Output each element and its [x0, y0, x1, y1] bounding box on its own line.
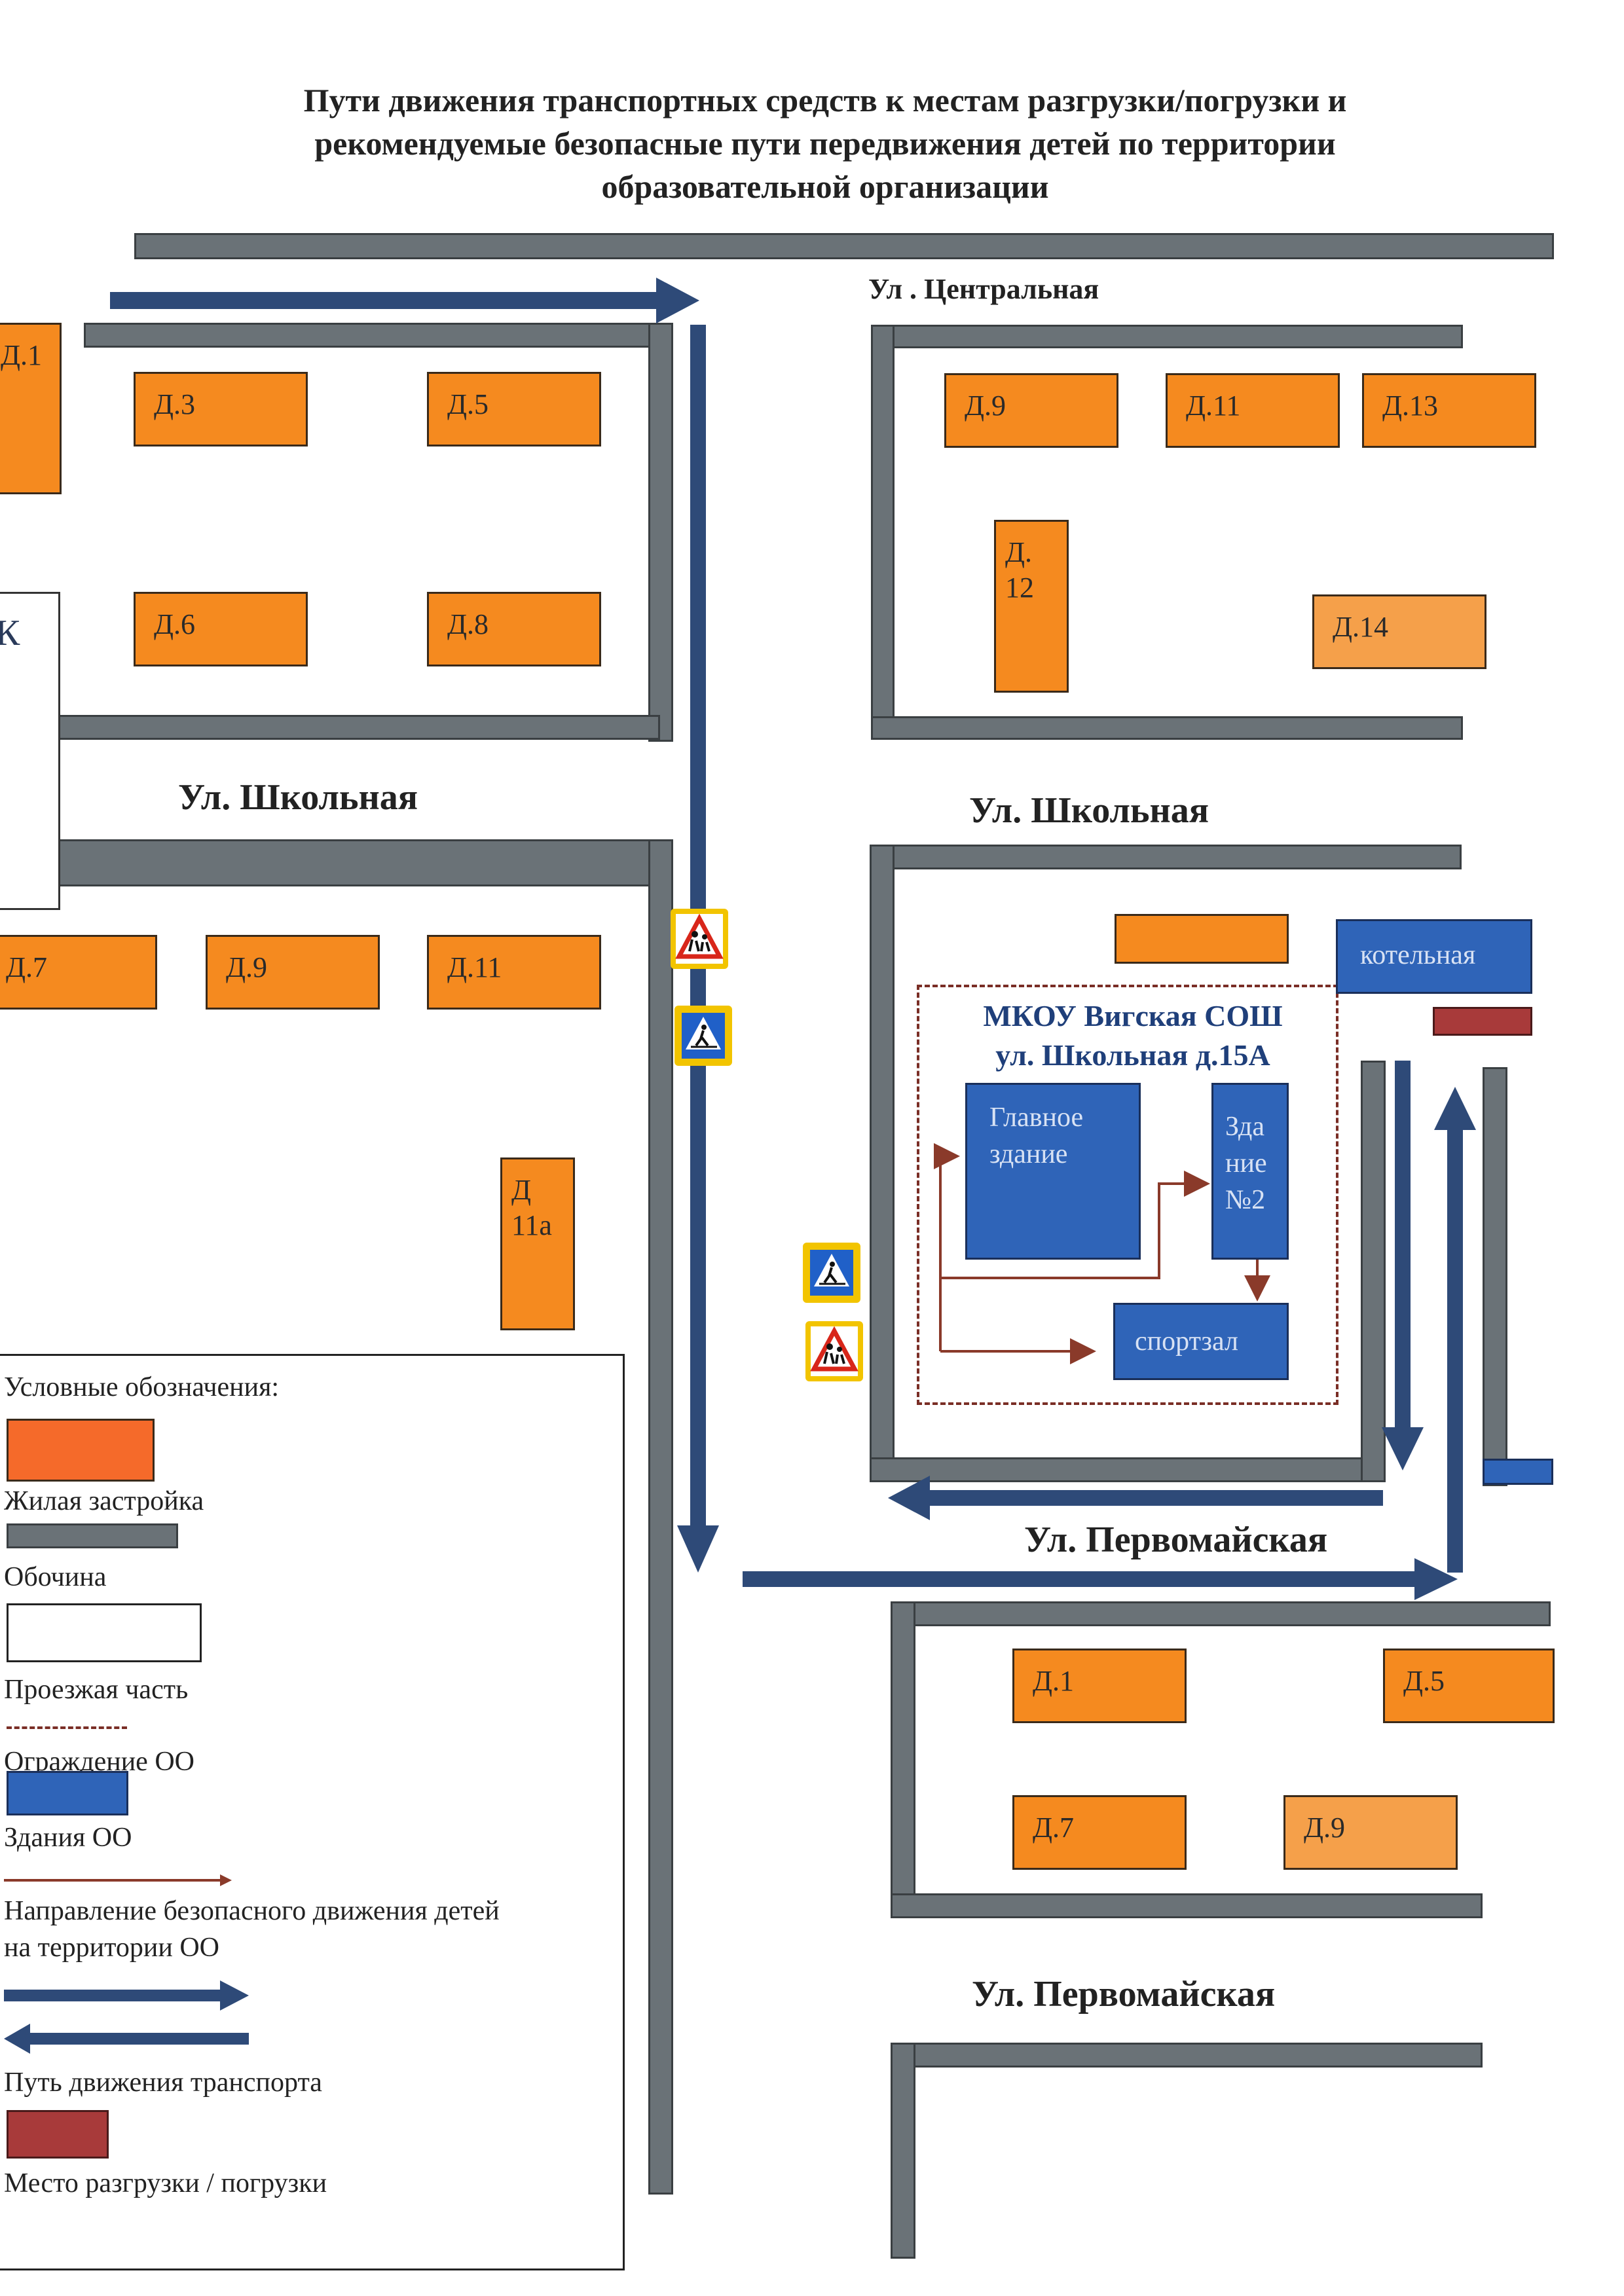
legend-residential-label: Жилая застройка — [4, 1486, 204, 1516]
road-central-top — [134, 233, 1554, 259]
road-bottom-block-top — [891, 1601, 1551, 1626]
house-d14: Д.14 — [1312, 594, 1486, 669]
legend-loading-label: Место разгрузки / погрузки — [4, 2168, 327, 2198]
legend-child-route-label-2: на территории ОО — [4, 1933, 220, 1963]
school-boiler-room: котельная — [1336, 919, 1532, 994]
title-line-3: образовательной организации — [601, 168, 1049, 205]
legend-child-route-arrow — [4, 1874, 232, 1886]
transport-arrow-school-down — [1382, 1061, 1424, 1470]
legend: Условные обозначения: Жилая застройка Об… — [0, 1354, 625, 2270]
school-name: МКОУ Вигская СОШ ул. Школьная д.15А — [930, 996, 1336, 1075]
page-title: Пути движения транспортных средств к мес… — [144, 79, 1506, 208]
road-school-right-2 — [1483, 1067, 1507, 1486]
legend-roadway-label: Проезжая часть — [4, 1675, 189, 1705]
road-school-bottom — [870, 1457, 1386, 1482]
house-d7-mid: Д.7 — [0, 935, 157, 1010]
house-d12: Д. 12 — [994, 520, 1069, 693]
street-label-central: Ул . Центральная — [868, 273, 1099, 305]
children-crossing-warning-icon — [805, 1321, 863, 1381]
house-d6: Д.6 — [134, 592, 308, 666]
title-line-1: Пути движения транспортных средств к мес… — [303, 82, 1347, 118]
school-fence — [917, 985, 1338, 1405]
road-bottom-block-left — [891, 1601, 915, 1918]
house-d3: Д.3 — [134, 372, 308, 446]
road-topleft-block-right — [648, 323, 673, 742]
legend-transport-label: Путь движения транспорта — [4, 2068, 322, 2098]
school-name-line-2: ул. Школьная д.15А — [995, 1038, 1270, 1072]
legend-shoulder-label: Обочина — [4, 1562, 107, 1592]
partial-building-left: К — [0, 592, 60, 910]
school-building-2: Зда ние №2 — [1211, 1083, 1289, 1260]
road-bottom-block-bottom — [891, 1893, 1483, 1918]
house-d5-bottom: Д.5 — [1383, 1649, 1555, 1723]
house-d13: Д.13 — [1362, 373, 1536, 448]
legend-transport-arrows — [4, 1980, 249, 2054]
house-d1-bottom: Д.1 — [1012, 1649, 1187, 1723]
legend-fence-swatch — [7, 1726, 127, 1729]
children-crossing-warning-icon — [671, 909, 728, 969]
school-main-building: Главное здание — [965, 1083, 1141, 1260]
house-d7-bottom: Д.7 — [1012, 1795, 1187, 1870]
house-d5-top: Д.5 — [427, 372, 601, 446]
legend-heading: Условные обозначения: — [4, 1372, 280, 1402]
fence-segment-right — [1483, 1459, 1553, 1485]
legend-roadway-swatch — [7, 1603, 202, 1662]
road-midleft-right — [648, 839, 673, 2195]
title-line-2: рекомендуемые безопасные пути передвижен… — [314, 125, 1336, 162]
road-school-top — [870, 845, 1462, 869]
house-d11a: Д 11а — [500, 1157, 575, 1330]
street-label-school-right: Ул. Школьная — [969, 790, 1209, 831]
partial-building-label: К — [0, 613, 20, 653]
loading-place-marker — [1433, 1007, 1532, 1036]
house-d11-top: Д.11 — [1166, 373, 1340, 448]
house-d9-top: Д.9 — [944, 373, 1118, 448]
road-school-left — [870, 845, 895, 1482]
transport-arrow-pervomay-left — [888, 1476, 1383, 1520]
pedestrian-crossing-icon — [674, 1006, 732, 1066]
street-label-pervomay-1: Ул. Первомайская — [1024, 1520, 1328, 1560]
transport-arrow-pervomay-right — [743, 1558, 1458, 1600]
transport-arrow-central — [110, 278, 699, 323]
legend-shoulder-swatch — [7, 1523, 178, 1548]
legend-buildings-swatch — [7, 1771, 128, 1815]
legend-loading-swatch — [7, 2110, 109, 2159]
house-d8: Д.8 — [427, 592, 601, 666]
house-d9-mid: Д.9 — [206, 935, 380, 1010]
school-name-line-1: МКОУ Вигская СОШ — [983, 999, 1283, 1032]
street-label-school-left: Ул. Школьная — [178, 777, 418, 818]
house-school-orange-block — [1115, 914, 1289, 964]
road-midleft-top — [58, 839, 673, 886]
house-d9-bottom: Д.9 — [1283, 1795, 1458, 1870]
legend-residential-swatch — [7, 1419, 155, 1482]
road-topright-block-top — [871, 325, 1463, 348]
house-d11-mid: Д.11 — [427, 935, 601, 1010]
house-d1-top: Д.1 — [0, 323, 62, 494]
road-topright-block-left — [871, 325, 895, 738]
road-school-right-1 — [1361, 1061, 1386, 1482]
road-lower-left — [891, 2043, 915, 2259]
transport-arrow-school-up — [1434, 1087, 1476, 1573]
road-lower-top — [891, 2043, 1483, 2068]
road-topleft-block-top — [84, 323, 673, 348]
street-label-pervomay-2: Ул. Первомайская — [972, 1974, 1276, 2014]
legend-buildings-label: Здания ОО — [4, 1823, 132, 1853]
road-topleft-block-bottom — [58, 715, 660, 740]
road-topright-block-bottom — [871, 716, 1463, 740]
legend-child-route-label-1: Направление безопасного движения детей — [4, 1896, 500, 1926]
pedestrian-crossing-icon — [803, 1243, 860, 1303]
school-gym: спортзал — [1113, 1303, 1289, 1380]
